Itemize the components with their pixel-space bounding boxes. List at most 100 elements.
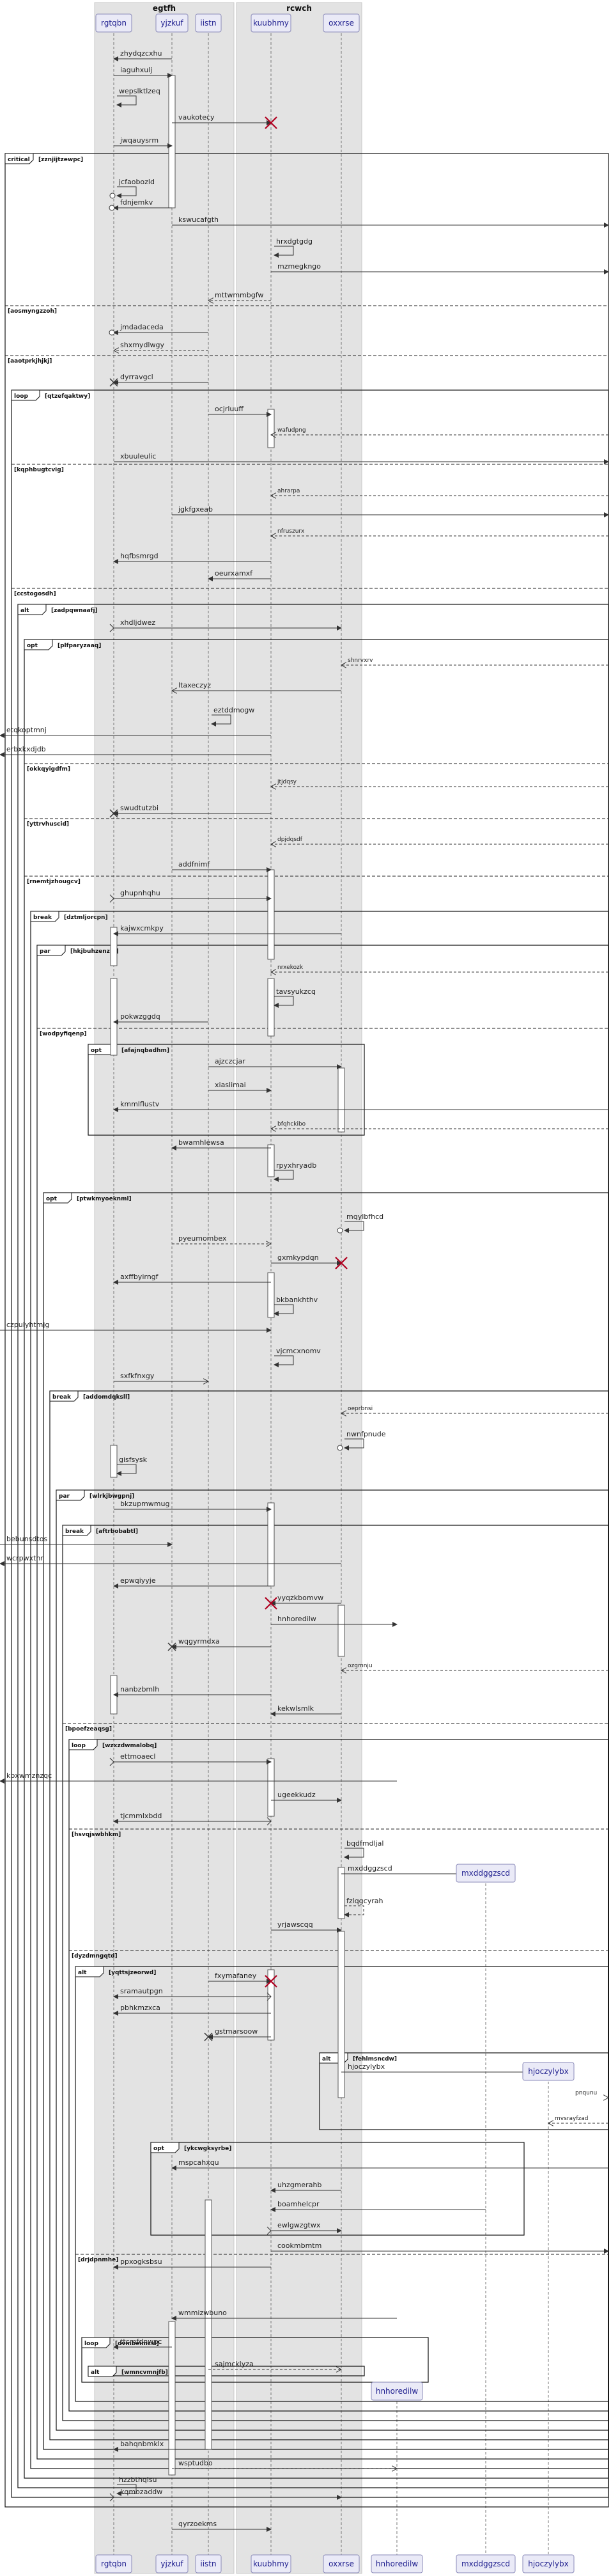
participant-foot[interactable] (323, 2554, 360, 2573)
message-label: addfnimf (178, 860, 210, 868)
lost-message-cross (204, 2032, 213, 2041)
message-label: hrxdgtgdg (276, 237, 313, 246)
message-label: wcrpwxthr (6, 1554, 43, 1562)
participant-foot[interactable] (251, 2554, 291, 2573)
message-label: zhydqzcxhu (120, 49, 162, 58)
fragment-kind: par (59, 1493, 70, 1500)
message-label: ugeekkudz (277, 1791, 316, 1799)
self-message-arrow (116, 186, 137, 198)
participant-head[interactable] (95, 13, 132, 33)
fragment-kind: opt (46, 1196, 58, 1202)
participant-foot-label: kuubhmy (253, 2559, 289, 2568)
fragment-guard: [hkjbuhzenzrs] (70, 948, 119, 955)
message-label: dpjdqsdf (277, 836, 303, 843)
message-label: bebunsdtos (6, 1535, 47, 1543)
message-label: kswucafgth (178, 216, 219, 224)
message-label: wafudpng (277, 427, 306, 434)
message-label: sxfkfnxgy (120, 1372, 155, 1380)
activation-bar (267, 869, 275, 960)
message-label: ewlgwzgtwx (277, 2221, 321, 2229)
lost-message-circle (337, 1445, 343, 1451)
activation-bar (337, 1605, 345, 1657)
fragment-tab (88, 2366, 117, 2377)
message-label: ettmoaecl (120, 1752, 155, 1761)
participant-group-box (236, 2, 362, 2574)
fragment-tab (49, 1390, 79, 1402)
fragment-guard: [dztmljorcpn] (64, 915, 108, 921)
participant-head[interactable] (155, 13, 189, 33)
fragment-tab (36, 945, 66, 956)
participant-foot[interactable] (155, 2554, 189, 2573)
fragment-guard: [aaotprkjhjkj] (8, 358, 52, 365)
self-message-arrow (274, 1170, 294, 1182)
fragment-guard: [wzxzdwmalobq] (102, 1743, 157, 1749)
message-label: tjcmmlxbdd (120, 1812, 162, 1820)
self-message-arrow (274, 1355, 294, 1367)
activation-bar (168, 75, 176, 208)
destroy-mark (265, 1597, 277, 1610)
activation-bar (168, 2321, 176, 2476)
fragment-guard: [hsvqjswbhkm] (72, 1832, 121, 1838)
participant-head[interactable] (323, 13, 360, 33)
participant-head-label: hjoczylybx (528, 2067, 568, 2076)
participant-head[interactable] (522, 2062, 575, 2081)
message-label: sajmcklyza (215, 2360, 254, 2368)
message-label: axffbyirngf (120, 1273, 159, 1281)
participant-foot-label: mxddggzscd (461, 2559, 510, 2568)
message-label: wsptudbo (178, 2459, 213, 2467)
message-label: qyrzoekms (178, 2520, 217, 2528)
participant-head[interactable] (371, 2382, 423, 2401)
message-label: nwnfpnude (346, 1430, 386, 1438)
message-label: erbxkxdjdb (6, 745, 46, 753)
fragment-guard: [drjdpnmhe] (78, 2257, 118, 2263)
found-message-circle (109, 329, 115, 336)
message-label: jgkfgxeab (178, 505, 213, 514)
message-label: tavsyukzcq (276, 987, 316, 996)
participant-foot-label: hjoczylybx (528, 2559, 568, 2568)
fragment-guard: [zznjijtzewpc] (38, 157, 83, 163)
message-label: wqgyrmdxa (178, 1637, 220, 1645)
message-label: mttwmmbgfw (215, 291, 263, 299)
message-label: jwqauysrm (120, 136, 159, 145)
message-label: nfruszurx (277, 528, 305, 535)
message-label: oeprbnsi (348, 1406, 373, 1412)
message-label: ahrarpa (277, 488, 300, 494)
participant-foot[interactable] (371, 2554, 423, 2573)
fragment-kind: critical (8, 157, 30, 163)
message-label: bkzupmwmug (120, 1500, 169, 1508)
fragment-guard: [okkqyigdfm] (27, 766, 70, 773)
participant-foot[interactable] (522, 2554, 575, 2573)
message-label: jcfaobozld (118, 178, 155, 186)
bidirectional-arrow-tail (109, 894, 114, 903)
fragment-tab (4, 153, 34, 164)
fragment-guard: [fehlmsncdw] (353, 2056, 397, 2062)
message-label: hjoczylybx (348, 2062, 385, 2071)
activation-bar (110, 1445, 118, 1478)
participant-head[interactable] (251, 13, 291, 33)
participant-head[interactable] (195, 13, 222, 33)
activation-bar (267, 1969, 275, 2041)
bidirectional-arrow-tail (267, 2226, 272, 2235)
participant-head-label: oxxrse (329, 19, 354, 27)
message-label: pbhkmzxca (120, 2004, 160, 2012)
message-label: eztddmogw (213, 706, 254, 714)
fragment-guard: [dyzdmngqtd] (72, 1953, 118, 1959)
message-label: fzlqgcyrah (346, 1897, 383, 1905)
self-message-arrow (344, 1905, 364, 1917)
fragment-guard: [ccstogosdh] (14, 591, 56, 597)
message-label: mxddggzscd (348, 1864, 392, 1873)
message-label: fxymafaney (215, 1972, 257, 1980)
self-message-arrow (116, 2484, 137, 2496)
fragment-tab (24, 639, 53, 650)
participant-head-label: hnhoredilw (376, 2387, 418, 2396)
bidirectional-arrow-tail (267, 1992, 272, 2001)
participant-foot[interactable] (456, 2554, 516, 2573)
participant-foot[interactable] (195, 2554, 222, 2573)
participant-head[interactable] (456, 1864, 516, 1883)
fragment-guard: [wmncvmnjfb] (121, 2369, 168, 2376)
participant-foot[interactable] (95, 2554, 132, 2573)
message-label: dyrravgcl (120, 373, 153, 381)
message-label: ghupnhqhu (120, 889, 160, 897)
message-label: mvsrayfzad (555, 2116, 588, 2122)
message-label: cookmbmtm (277, 2242, 321, 2250)
